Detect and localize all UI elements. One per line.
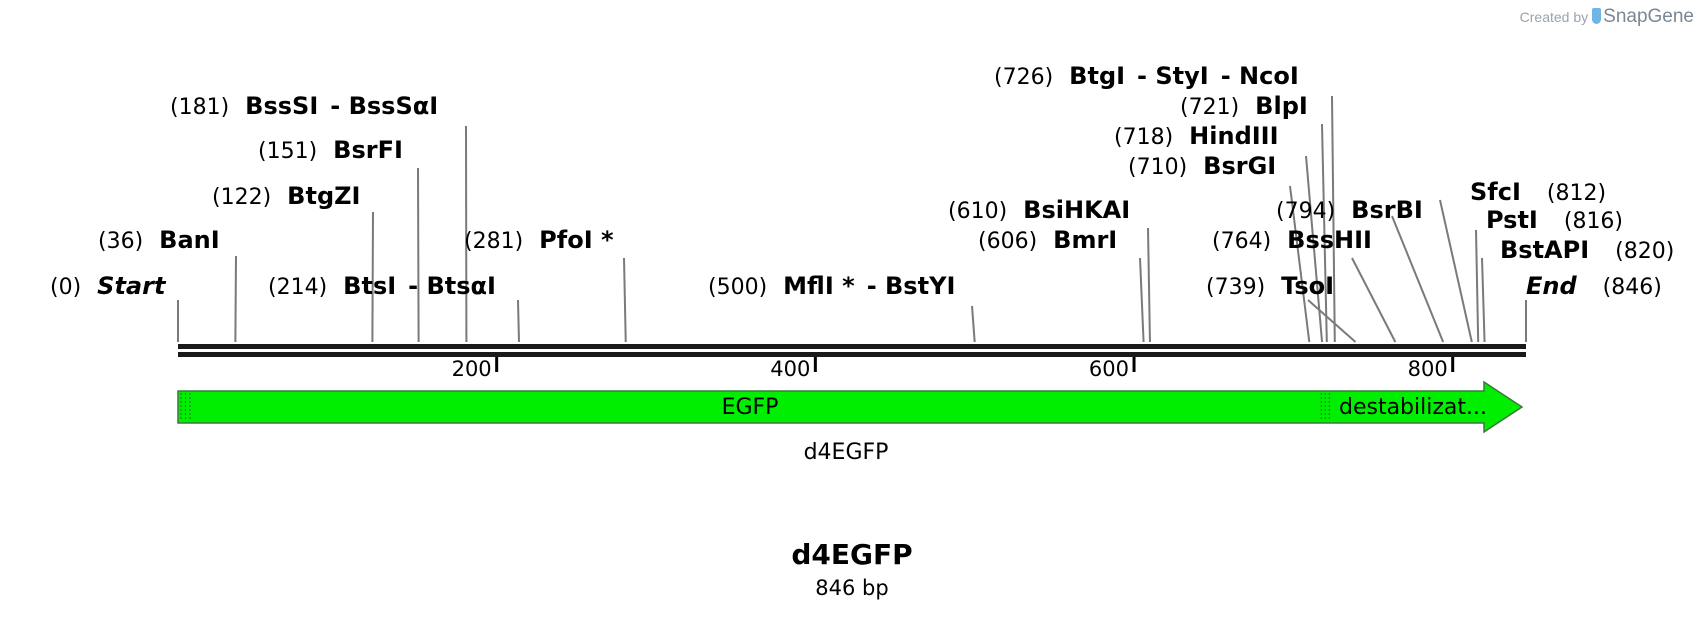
site-name: (500)MflI *- BstYI xyxy=(708,272,955,300)
leader-line-sfci xyxy=(1439,199,1473,343)
site-label-bsrfi: (151)BsrFI xyxy=(258,136,403,164)
backbone-strand-top xyxy=(178,344,1526,349)
site-name: SfcI(812) xyxy=(1470,178,1606,206)
site-label-bsssi: (181)BssSI- BssSαI xyxy=(170,92,438,120)
site-label-bmri: (606)BmrI xyxy=(978,226,1117,254)
feature-track: EGFP destabilizat... xyxy=(177,380,1524,434)
leader-line-mfli xyxy=(971,305,976,343)
site-label-btgi: (726)BtgI- StyI- NcoI xyxy=(994,62,1299,90)
leader-line-pfoi xyxy=(623,257,627,343)
site-name: (739)TsoI xyxy=(1206,272,1334,300)
site-name: (610)BsiHKAI xyxy=(948,196,1130,224)
leader-line-bsihkai xyxy=(1147,227,1151,343)
site-name: (36)BanI xyxy=(98,226,220,254)
site-leader-lines xyxy=(177,95,1527,343)
site-label-bsshii: (764)BssHII xyxy=(1212,226,1372,254)
site-name: (721)BlpI xyxy=(1180,92,1308,120)
leader-line-btgi xyxy=(1331,95,1336,343)
site-label-sfci: SfcI(812) xyxy=(1470,178,1606,206)
site-labels: (0)Start (36)BanI (122)BtgZI (151)BsrFI (181… xyxy=(50,62,1674,300)
sequence-length: 846 bp xyxy=(815,576,889,600)
site-label-bsrgi: (710)BsrGI xyxy=(1128,152,1276,180)
site-name: (281)PfoI * xyxy=(464,226,614,254)
site-name: (764)BssHII xyxy=(1212,226,1372,254)
site-name: (0)Start xyxy=(50,272,167,300)
ruler-tick-label: 600 xyxy=(1089,357,1129,381)
site-label-mfli: (500)MflI *- BstYI xyxy=(708,272,955,300)
site-name: (214)BtsI- BtsαI xyxy=(268,272,496,300)
site-name: (151)BsrFI xyxy=(258,136,403,164)
site-label-pfoi: (281)PfoI * xyxy=(464,226,614,254)
credit-prefix: Created by xyxy=(1519,9,1589,25)
leader-line-bsshii xyxy=(1351,257,1397,343)
sequence-title: d4EGFP xyxy=(791,538,913,571)
ruler-tick-label: 200 xyxy=(452,357,492,381)
site-name: BstAPI(820) xyxy=(1500,236,1674,264)
site-label-bsrbi: (794)BsrBI xyxy=(1276,196,1423,224)
snapgene-credit: Created by SnapGene xyxy=(1520,6,1694,28)
site-label-end: End(846) xyxy=(1526,272,1662,300)
site-label-blpi: (721)BlpI xyxy=(1180,92,1308,120)
site-label-bstapi: BstAPI(820) xyxy=(1500,236,1674,264)
dna-backbone xyxy=(178,344,1526,357)
site-name: (181)BssSI- BssSαI xyxy=(170,92,438,120)
leader-line-psti xyxy=(1475,229,1480,343)
site-name: (718)HindIII xyxy=(1114,122,1279,150)
ruler-tick-label: 800 xyxy=(1408,357,1448,381)
site-label-tsoi: (739)TsoI xyxy=(1206,272,1334,300)
feature-label-egfp: EGFP xyxy=(722,395,779,420)
feature-arrow xyxy=(177,380,1524,434)
leader-line-bsrbi xyxy=(1391,215,1445,343)
leader-line-blpi xyxy=(1321,123,1328,343)
site-label-btgzi: (122)BtgZI xyxy=(212,182,360,210)
leader-line-tsoi xyxy=(1307,299,1357,343)
site-name: (794)BsrBI xyxy=(1276,196,1423,224)
leader-line-bmri xyxy=(1139,257,1145,343)
feature-label-destab: destabilizat... xyxy=(1339,395,1487,420)
ruler-ticks: 200 400 600 800 xyxy=(452,357,1455,381)
feature-track-label: d4EGFP xyxy=(804,440,889,465)
site-name: (710)BsrGI xyxy=(1128,152,1276,180)
site-label-bani: (36)BanI xyxy=(98,226,220,254)
site-label-start: (0)Start xyxy=(50,272,167,300)
site-label-bsihkai: (610)BsiHKAI xyxy=(948,196,1130,224)
ruler-tick-label: 400 xyxy=(770,357,810,381)
snapgene-logo-icon xyxy=(1592,8,1602,24)
leader-line-bsrfi xyxy=(417,167,420,343)
credit-brand: SnapGene xyxy=(1603,6,1694,27)
site-label-hindiii: (718)HindIII xyxy=(1114,122,1279,150)
leader-line-bani xyxy=(234,255,237,343)
leader-line-bsrgi xyxy=(1289,185,1311,343)
site-name: End(846) xyxy=(1526,272,1662,300)
site-name: PstI(816) xyxy=(1486,206,1623,234)
site-label-psti: PstI(816) xyxy=(1486,206,1623,234)
leader-line-btsi xyxy=(517,299,520,343)
site-name: (122)BtgZI xyxy=(212,182,360,210)
leader-line-btgzi xyxy=(371,211,374,343)
site-label-btsi: (214)BtsI- BtsαI xyxy=(268,272,496,300)
backbone-strand-bottom xyxy=(178,352,1526,357)
site-name: (726)BtgI- StyI- NcoI xyxy=(994,62,1299,90)
site-name: (606)BmrI xyxy=(978,226,1117,254)
leader-line-bstapi xyxy=(1481,257,1486,343)
